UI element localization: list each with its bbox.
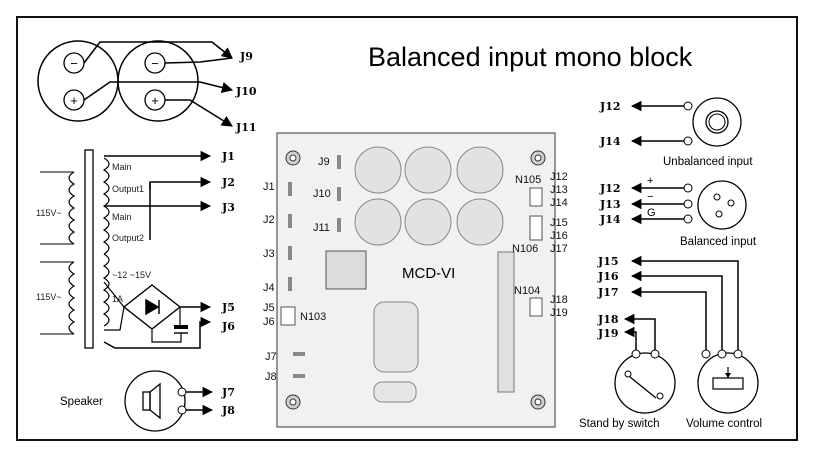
pin-plus: + [647, 175, 653, 187]
balanced-input: + − G J12 J13 J14 Balanced input [599, 175, 757, 248]
connector-n105 [529, 187, 543, 207]
board-j1: J1 [263, 181, 275, 193]
label-j7: J7 [221, 386, 235, 399]
tap-output1: Output1 [112, 184, 144, 194]
unbal-j14: J14 [599, 135, 621, 148]
speaker-section: Speaker J7 J8 [60, 370, 235, 432]
connector-n104 [529, 297, 543, 317]
unbal-j12: J12 [599, 100, 621, 113]
board-j10: J10 [313, 188, 331, 200]
aux-voltage: ~12 ~15V [112, 270, 151, 280]
xlr-jack-icon [697, 180, 747, 230]
label-j9: J9 [239, 50, 253, 63]
unbalanced-caption: Unbalanced input [663, 156, 753, 168]
unbalanced-input: J12 J14 Unbalanced input [599, 97, 753, 168]
volume-control: J15 J16 J17 Volume control [597, 255, 762, 430]
standby-caption: Stand by switch [579, 418, 660, 430]
balanced-caption: Balanced input [680, 236, 757, 248]
svg-text:−: − [70, 56, 78, 71]
volume-caption: Volume control [686, 418, 762, 430]
label-j8: J8 [221, 404, 235, 417]
bal-j12: J12 [599, 182, 621, 195]
board-j3: J3 [263, 248, 275, 260]
vol-j16: J16 [597, 270, 619, 283]
speaker-label: Speaker [60, 396, 103, 408]
board-j19: J19 [550, 307, 568, 319]
vol-j17: J17 [597, 286, 619, 299]
mcd-vi-board: MCD-VI J9 J10 J11 J1 J2 J3 J4 J5 J6 N [263, 132, 568, 428]
board-n103: N103 [300, 311, 326, 323]
board-j18: J18 [550, 294, 568, 306]
rca-jack-icon [692, 97, 742, 147]
board-j5: J5 [263, 302, 275, 314]
board-j17: J17 [550, 243, 568, 255]
board-j15: J15 [550, 217, 568, 229]
diagram-frame [16, 16, 798, 441]
label-j5: J5 [221, 301, 235, 314]
diagram-title: Balanced input mono block [368, 42, 693, 72]
board-j7: J7 [265, 351, 277, 363]
sw-j18: J18 [597, 313, 619, 326]
label-j2: J2 [221, 176, 235, 189]
board-j14: J14 [550, 197, 568, 209]
pin-minus: − [647, 191, 653, 203]
board-name: MCD-VI [402, 265, 455, 282]
primary-label-1: 115V~ [36, 208, 62, 218]
side-heatsink [497, 251, 515, 393]
transformer: 115V~ 115V~ Main Output1 Main Output2 ~1… [36, 149, 235, 349]
label-j3: J3 [221, 201, 235, 214]
label-j1: J1 [221, 150, 235, 163]
board-j2: J2 [263, 214, 275, 226]
board-j13: J13 [550, 184, 568, 196]
capacitor-bank [354, 146, 504, 246]
tap-main-1: Main [112, 162, 132, 172]
standby-switch: J18 J19 Stand by switch [579, 313, 676, 430]
tap-output2: Output2 [112, 233, 144, 243]
board-j6: J6 [263, 316, 275, 328]
power-input-jacks: − + − + J9 J10 J11 [37, 40, 257, 134]
potentiometer-icon [697, 352, 759, 414]
transistor-area [373, 301, 419, 373]
connector-n103 [280, 306, 296, 326]
pin-ground: G [647, 207, 656, 219]
label-j11: J11 [235, 121, 257, 134]
vol-j15: J15 [597, 255, 619, 268]
board-n104: N104 [514, 285, 540, 297]
board-j12: J12 [550, 171, 568, 183]
board-j4: J4 [263, 282, 275, 294]
board-n106: N106 [512, 243, 538, 255]
svg-text:−: − [151, 56, 159, 71]
speaker-icon [124, 370, 186, 432]
connector-n106 [529, 215, 543, 241]
board-j8: J8 [265, 371, 277, 383]
svg-text:+: + [151, 93, 159, 108]
tap-main-2: Main [112, 212, 132, 222]
board-j9: J9 [318, 156, 330, 168]
bal-j13: J13 [599, 198, 621, 211]
board-j11: J11 [313, 222, 330, 234]
svg-text:+: + [70, 93, 78, 108]
sw-j19: J19 [597, 327, 619, 340]
board-j16: J16 [550, 230, 568, 242]
primary-label-2: 115V~ [36, 292, 62, 302]
board-n105: N105 [515, 174, 541, 186]
label-j6: J6 [221, 320, 235, 333]
label-j10: J10 [235, 85, 257, 98]
ic-block [325, 250, 367, 290]
switch-icon [614, 352, 676, 414]
bal-j14: J14 [599, 213, 621, 226]
